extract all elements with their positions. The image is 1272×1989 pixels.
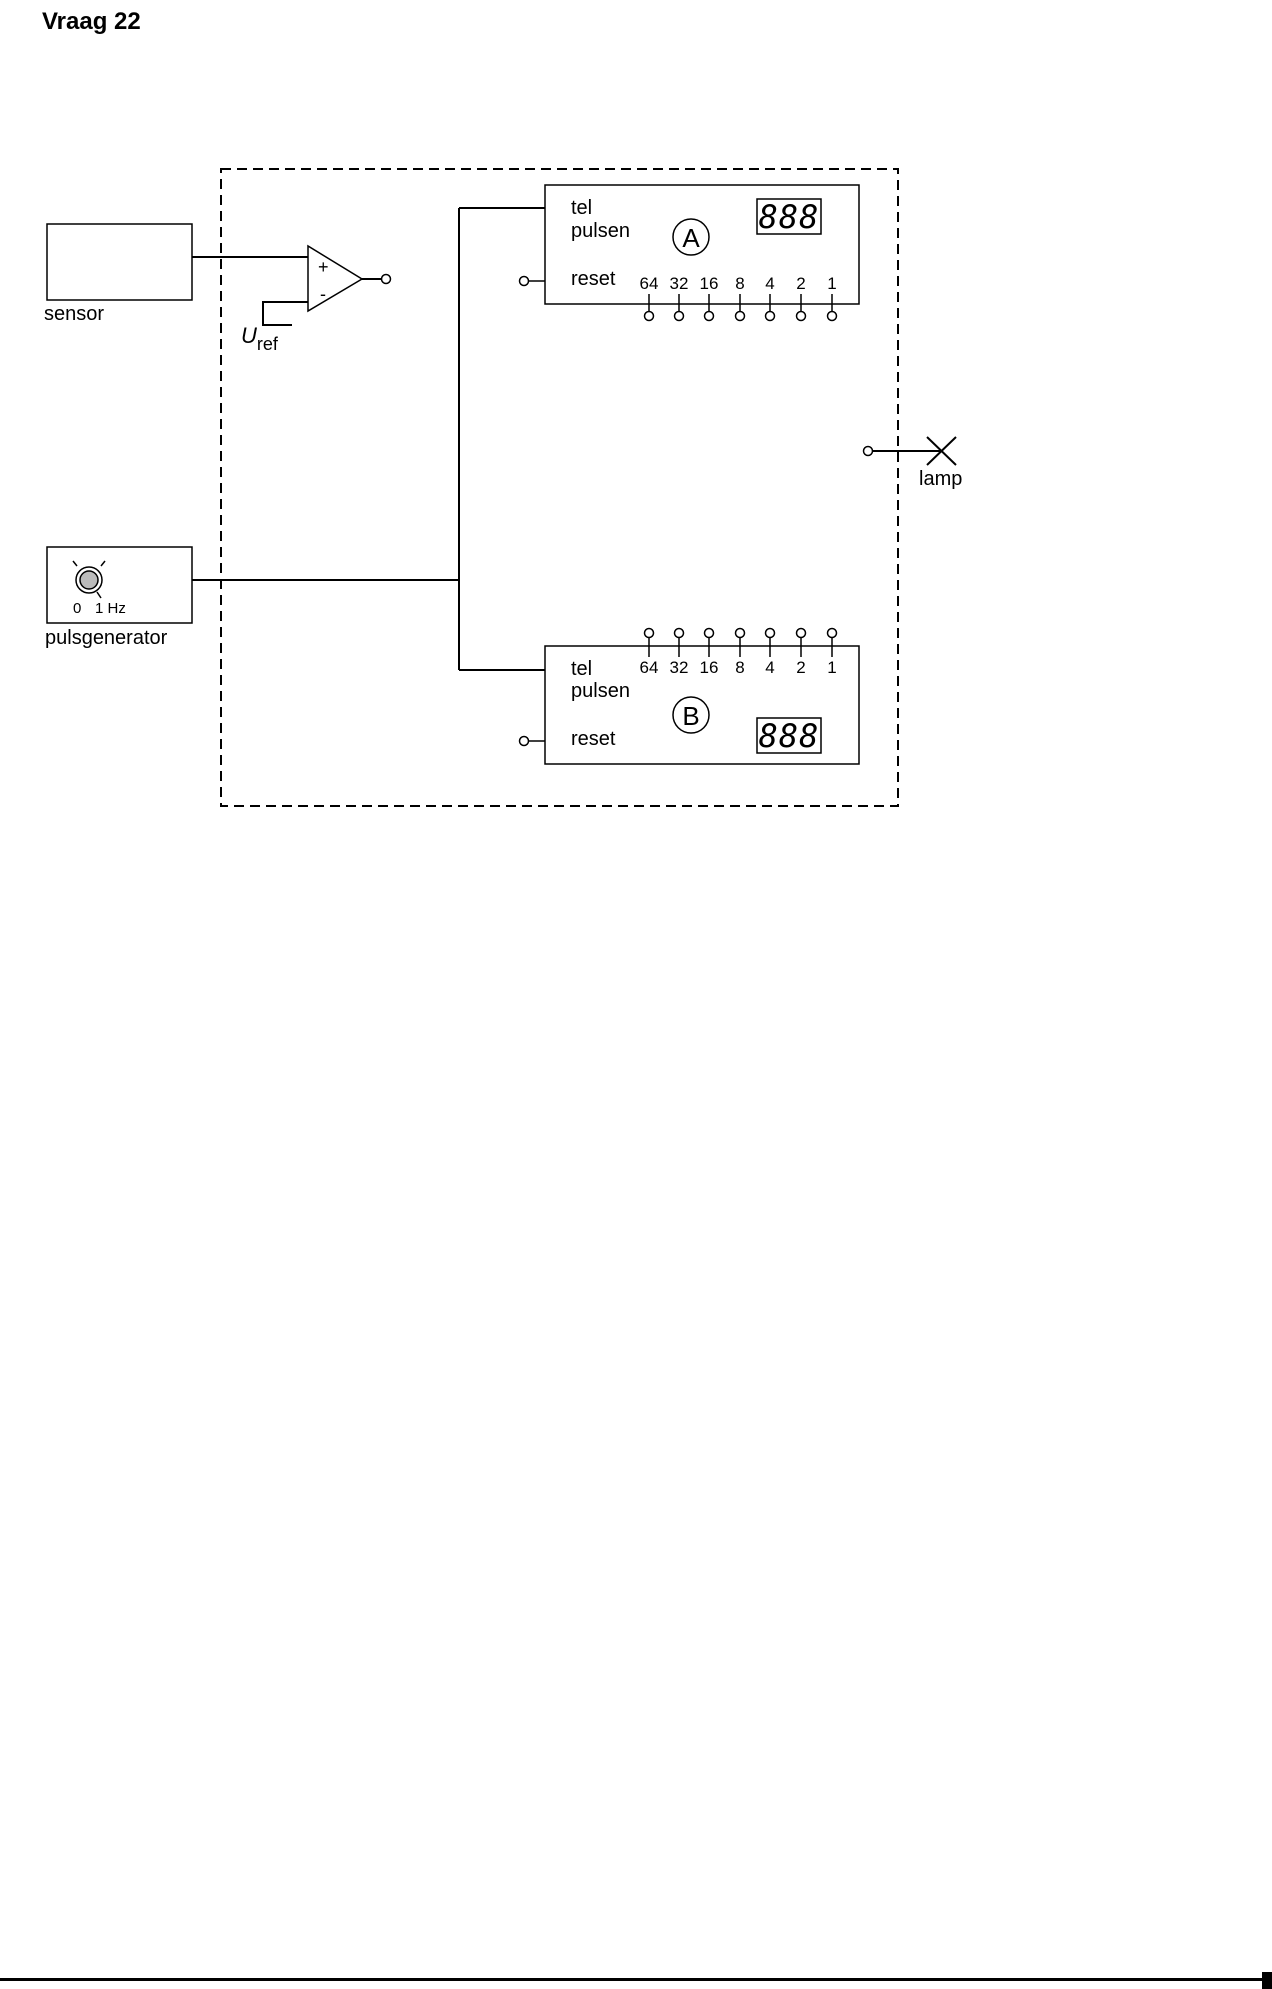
counter-a-bit-label-8: 8	[735, 274, 744, 293]
processing-area-boundary	[220, 168, 899, 807]
counter-a-bit-label-32: 32	[670, 274, 689, 293]
counter-a-box	[544, 184, 860, 305]
counter-b-bit-terminal-16[interactable]	[703, 627, 715, 639]
uref-label: Uref	[241, 323, 279, 354]
frequency-scale-max: 1 Hz	[95, 600, 126, 617]
counter-a-bit-label-2: 2	[796, 274, 805, 293]
sensor-box	[46, 223, 193, 301]
counter-b-bit-label-2: 2	[796, 658, 805, 677]
lamp-label: lamp	[919, 468, 962, 490]
counter-a-reset-label: reset	[571, 268, 616, 290]
counter-b-bit-terminal-64[interactable]	[643, 627, 655, 639]
counter-a-bit-terminal-8[interactable]	[734, 310, 746, 322]
page-corner-mark	[1262, 1972, 1272, 1989]
counter-b-bit-terminal-1[interactable]	[826, 627, 838, 639]
comparator: + - Uref	[241, 244, 392, 354]
counter-b-bit-label-16: 16	[700, 658, 719, 677]
sensor-label: sensor	[44, 303, 104, 325]
counter-b-bit-terminal-32[interactable]	[673, 627, 685, 639]
counter-a-bit-terminal-64[interactable]	[643, 310, 655, 322]
counter-a-bit-terminal-2[interactable]	[795, 310, 807, 322]
question-title: Vraag 22	[42, 8, 141, 35]
counter-a-bit-terminal-32[interactable]	[673, 310, 685, 322]
counter-b-bit-outputs: 64 32 16 8 4 2 1	[640, 627, 838, 677]
pulsgenerator-label: pulsgenerator	[45, 627, 168, 649]
lamp: lamp	[862, 436, 962, 490]
counter-a-bit-terminal-1[interactable]	[826, 310, 838, 322]
counter-b-bit-label-4: 4	[765, 658, 774, 677]
counter-a-bit-label-64: 64	[640, 274, 659, 293]
counter-b-bit-label-8: 8	[735, 658, 744, 677]
uref-wire	[262, 301, 308, 326]
counter-b-reset-label: reset	[571, 728, 616, 750]
counter-a-id-circle	[672, 218, 710, 256]
counter-a-bit-terminal-4[interactable]	[764, 310, 776, 322]
counter-b-display-frame	[756, 717, 822, 754]
counter-a-bit-label-4: 4	[765, 274, 774, 293]
frequency-knob[interactable]	[72, 560, 106, 599]
counter-b-box	[544, 645, 860, 765]
counter-b-id: B	[682, 701, 699, 731]
counter-a-input-label-tel: tel	[571, 197, 592, 219]
counter-b: tel pulsen B 888 reset 64 32 16 8 4 2 1	[518, 627, 860, 765]
frequency-knob-ring	[75, 566, 103, 594]
counter-b-input-label-tel: tel	[571, 658, 592, 680]
counter-b-id-circle	[672, 696, 710, 734]
counter-a-bit-terminal-16[interactable]	[703, 310, 715, 322]
comparator-plus-sign: +	[318, 257, 329, 277]
lamp-cross-2	[926, 436, 957, 466]
counter-b-display: 888	[759, 717, 820, 755]
counter-a-bit-label-16: 16	[700, 274, 719, 293]
counter-b-bit-terminal-4[interactable]	[764, 627, 776, 639]
counter-a-bit-outputs: 64 32 16 8 4 2 1	[640, 274, 838, 322]
counter-a-input-label-pulsen: pulsen	[571, 220, 630, 242]
counter-a-bit-label-1: 1	[827, 274, 836, 293]
counter-a-reset-terminal[interactable]	[518, 275, 530, 287]
counter-b-bit-label-64: 64	[640, 658, 659, 677]
counter-a: tel pulsen A 888 reset 64 32 16 8 4 2 1	[518, 184, 860, 322]
counter-a-display-frame	[756, 198, 822, 235]
frequency-scale-min: 0	[73, 600, 81, 617]
counter-b-reset-terminal[interactable]	[518, 735, 530, 747]
counter-b-bit-terminal-2[interactable]	[795, 627, 807, 639]
counter-b-bit-label-32: 32	[670, 658, 689, 677]
lamp-input-terminal[interactable]	[862, 445, 874, 457]
counter-a-display: 888	[759, 198, 820, 236]
pulsgenerator-box	[46, 546, 193, 624]
counter-b-bit-label-1: 1	[827, 658, 836, 677]
counter-a-id: A	[682, 223, 700, 253]
counter-b-input-label-pulsen: pulsen	[571, 680, 630, 702]
comparator-output-terminal[interactable]	[380, 273, 392, 285]
page-bottom-rule	[0, 1978, 1262, 1981]
comparator-minus-sign: -	[320, 284, 326, 304]
frequency-knob-cap	[79, 570, 99, 590]
comparator-triangle	[307, 244, 364, 313]
counter-b-bit-terminal-8[interactable]	[734, 627, 746, 639]
